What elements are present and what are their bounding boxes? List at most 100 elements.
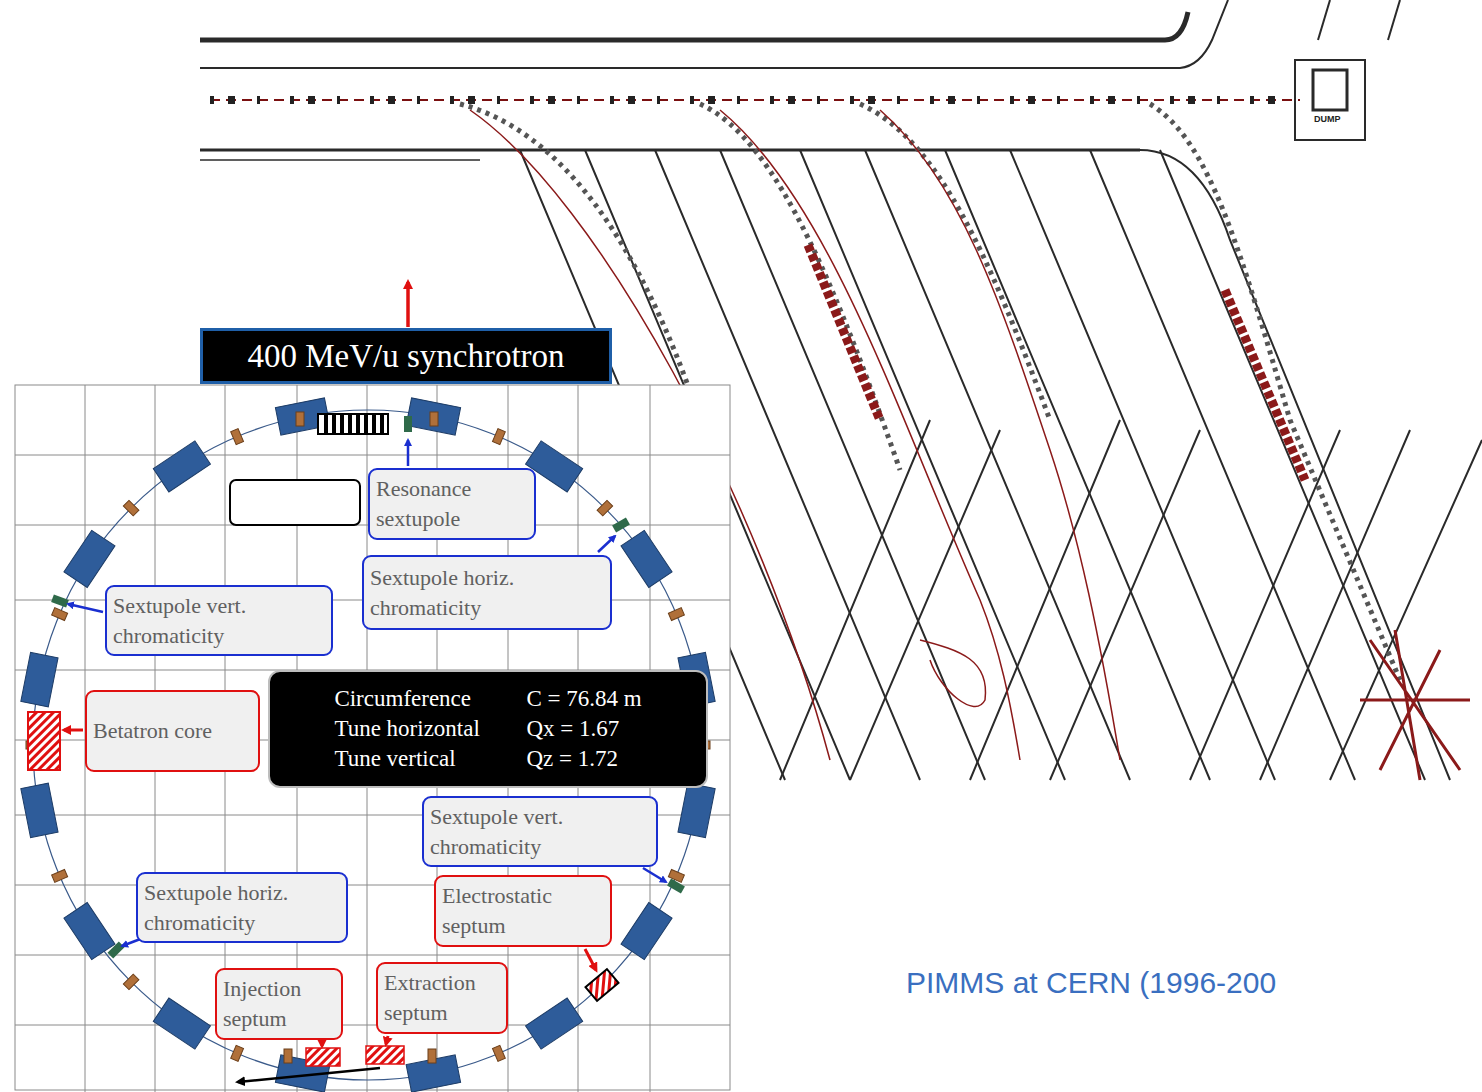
leader-arrow [68, 604, 103, 612]
node-text: 400 MeV/u synchrotron [247, 338, 564, 375]
dipole [21, 783, 58, 838]
branch-track [860, 104, 1050, 420]
quadrupole [231, 1045, 244, 1061]
dipole [526, 998, 583, 1049]
dipole [21, 652, 58, 707]
corridor [1090, 150, 1425, 780]
callout-box: Extraction septum [376, 962, 508, 1034]
dipole [678, 783, 715, 838]
main-beamline [210, 99, 1300, 101]
node-text: Sextupole horiz. chromaticity [144, 878, 340, 937]
dipole [406, 398, 461, 435]
empty-callout-box [230, 480, 360, 525]
extraction-elements [28, 414, 685, 1066]
callout-box: Sextupole horiz. chromaticity [136, 872, 348, 943]
callout-box: Betatron core [85, 690, 260, 772]
quadrupole [296, 412, 304, 426]
node-text: Betatron core [93, 716, 252, 746]
magnet-string [808, 245, 880, 420]
parameter-text: Qz = 1.72 [526, 746, 641, 772]
sextupole-magnet [667, 879, 685, 894]
leader-arrow [386, 1036, 388, 1044]
callout-box: Sextupole vert. chromaticity [105, 585, 333, 656]
synchrotron-panel [15, 282, 730, 1092]
leader-arrow [64, 729, 83, 732]
dipole [153, 998, 210, 1049]
dipole [64, 903, 115, 960]
quadrupole [430, 412, 438, 426]
parameter-text: C = 76.84 m [526, 686, 641, 712]
magnet-string [1225, 290, 1305, 480]
quadrupoles [26, 412, 710, 1063]
sextupole-magnet [612, 518, 630, 533]
beam-dump-core [1313, 70, 1347, 110]
resonance-sextupole-magnet [404, 416, 412, 432]
branch-beam [720, 110, 1020, 760]
quadrupole [492, 1045, 505, 1061]
dipole [621, 903, 672, 960]
extraction-septum [366, 1046, 404, 1064]
beamline-magnets [210, 96, 1290, 104]
leader-arrow [407, 440, 410, 466]
crossing-wall [1190, 430, 1482, 780]
callout-box: Resonance sextupole [368, 468, 536, 540]
quadrupole [428, 1049, 436, 1063]
node-text: Injection septum [223, 974, 335, 1033]
grid [15, 385, 730, 1092]
beam-dump [1295, 60, 1365, 140]
node-text: Sextupole vert. chromaticity [113, 591, 325, 650]
wall [1318, 0, 1330, 40]
wall [200, 0, 1228, 68]
rf-cavity-stripes [326, 414, 382, 434]
dipole [153, 441, 210, 492]
dipole [621, 530, 672, 587]
node-text: Sextupole vert. chromaticity [430, 802, 650, 861]
quadrupole [597, 500, 613, 516]
dipoles [21, 398, 715, 1092]
corridor [945, 150, 1275, 780]
quadrupole [284, 1049, 292, 1063]
node-text: Resonance sextupole [376, 474, 528, 533]
corridor [800, 150, 1130, 780]
extracted-beam-arrow [406, 282, 410, 327]
parameter-text: Qx = 1.67 [526, 716, 641, 742]
parameter-text: Tune horizontal [334, 716, 526, 742]
wall [200, 149, 1140, 152]
node-text: Electrostatic septum [442, 881, 604, 940]
quadrupole [123, 974, 139, 990]
leader-arrow [585, 949, 596, 970]
quadrupole [52, 869, 68, 882]
parameter-text: Circumference [334, 686, 526, 712]
sextupole-magnet [108, 942, 125, 959]
wall [200, 12, 1188, 40]
dipole [64, 530, 115, 587]
quadrupole [123, 500, 139, 516]
sextupole-magnet [51, 595, 69, 608]
leader-arrow [643, 868, 666, 882]
leader-arrow [598, 536, 615, 552]
electrostatic-septum [585, 969, 618, 1001]
injection-beam-arrow [238, 1068, 380, 1082]
quadrupole [52, 608, 68, 621]
part-label: DUMP [1314, 114, 1341, 124]
quadrupole [668, 608, 684, 621]
title-box: 400 MeV/u synchrotron [200, 328, 612, 384]
node-text: Extraction septum [384, 968, 500, 1027]
callout-box: Sextupole horiz. chromaticity [362, 555, 612, 630]
branch-track [1150, 104, 1400, 680]
callout-box: Electrostatic septum [434, 875, 612, 947]
rf-cavity [318, 414, 388, 434]
callout-box: Injection septum [215, 968, 343, 1040]
quadrupole [231, 429, 244, 445]
callout-box: Sextupole vert. chromaticity [422, 796, 658, 867]
branch-beam [880, 110, 1120, 760]
wall [200, 159, 480, 161]
crossing-wall [780, 420, 1200, 780]
treatment-room-beam [1360, 630, 1470, 780]
injection-septum [306, 1048, 340, 1066]
leader-arrow [321, 1042, 324, 1046]
caption: PIMMS at CERN (1996-200 [906, 966, 1276, 1000]
node-text: Sextupole horiz. chromaticity [370, 563, 604, 622]
panel-ground [15, 385, 730, 1090]
